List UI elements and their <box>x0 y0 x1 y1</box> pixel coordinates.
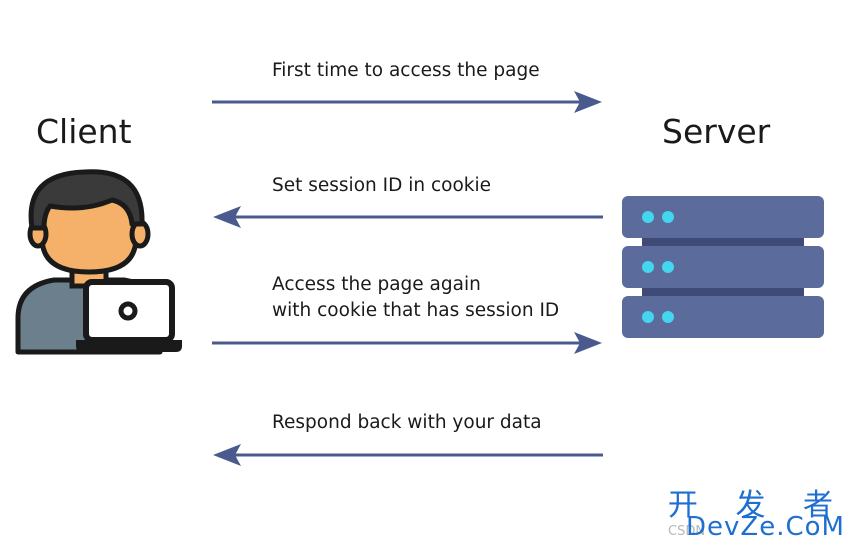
message-label-3: Access the page again with cookie that h… <box>272 272 559 324</box>
watermark-csdn: CSDN <box>668 524 706 539</box>
server-rack-icon <box>622 196 824 338</box>
message-line: First time to access the page <box>272 60 540 81</box>
message-line: Access the page again <box>272 274 481 295</box>
watermark-en: DevZe.CoM <box>686 512 845 542</box>
watermark-cn: 开 发 者 <box>667 488 847 523</box>
server-unit-3 <box>622 296 824 338</box>
server-unit-2 <box>622 246 824 288</box>
message-label-4: Respond back with your data <box>272 410 542 436</box>
message-line: Set session ID in cookie <box>272 175 491 196</box>
person-with-laptop-icon <box>15 169 182 355</box>
arrow-left-icon <box>213 444 603 466</box>
server-unit-1 <box>622 196 824 238</box>
arrow-left-icon <box>213 206 603 228</box>
arrow-right-icon <box>212 332 602 354</box>
message-line: with cookie that has session ID <box>272 300 560 321</box>
message-line: Respond back with your data <box>272 412 542 433</box>
server-title: Server <box>662 112 771 151</box>
client-title: Client <box>36 112 132 151</box>
message-label-2: Set session ID in cookie <box>272 173 491 199</box>
message-label-1: First time to access the page <box>272 58 540 84</box>
arrow-right-icon <box>212 91 602 113</box>
